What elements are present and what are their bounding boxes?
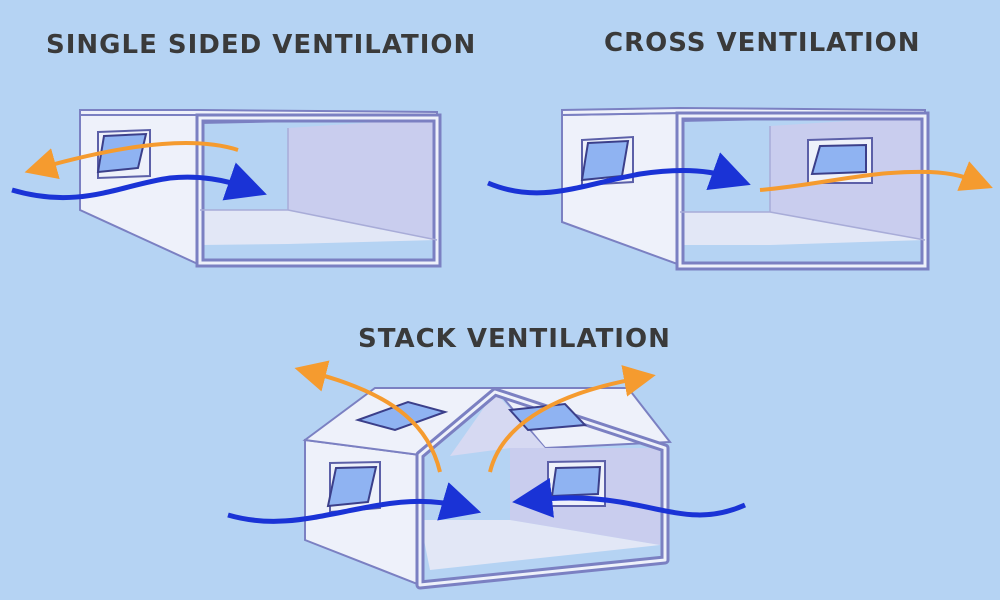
- warm-air-arrow-out: [759, 161, 993, 192]
- title-single-sided: SINGLE SIDED VENTILATION: [46, 30, 477, 60]
- cool-air-arrow-in-right: [512, 477, 747, 518]
- room-back-wall: [288, 118, 437, 240]
- warm-air-arrow-up-right: [488, 365, 656, 473]
- warm-air-arrow-out: [24, 141, 239, 180]
- cool-air-arrow-in-left: [227, 482, 482, 524]
- stack-house: [302, 387, 672, 590]
- room-floor: [680, 212, 925, 245]
- room-floor: [420, 520, 660, 570]
- title-cross: CROSS VENTILATION: [604, 28, 921, 58]
- room-floor: [200, 210, 437, 245]
- cross-room: [561, 106, 930, 271]
- title-stack: STACK VENTILATION: [358, 324, 671, 354]
- cool-air-arrow-in: [487, 152, 751, 196]
- warm-air-arrow-up-left: [294, 360, 442, 473]
- cool-air-arrow-in: [11, 162, 267, 201]
- skylight-icon: [354, 400, 449, 432]
